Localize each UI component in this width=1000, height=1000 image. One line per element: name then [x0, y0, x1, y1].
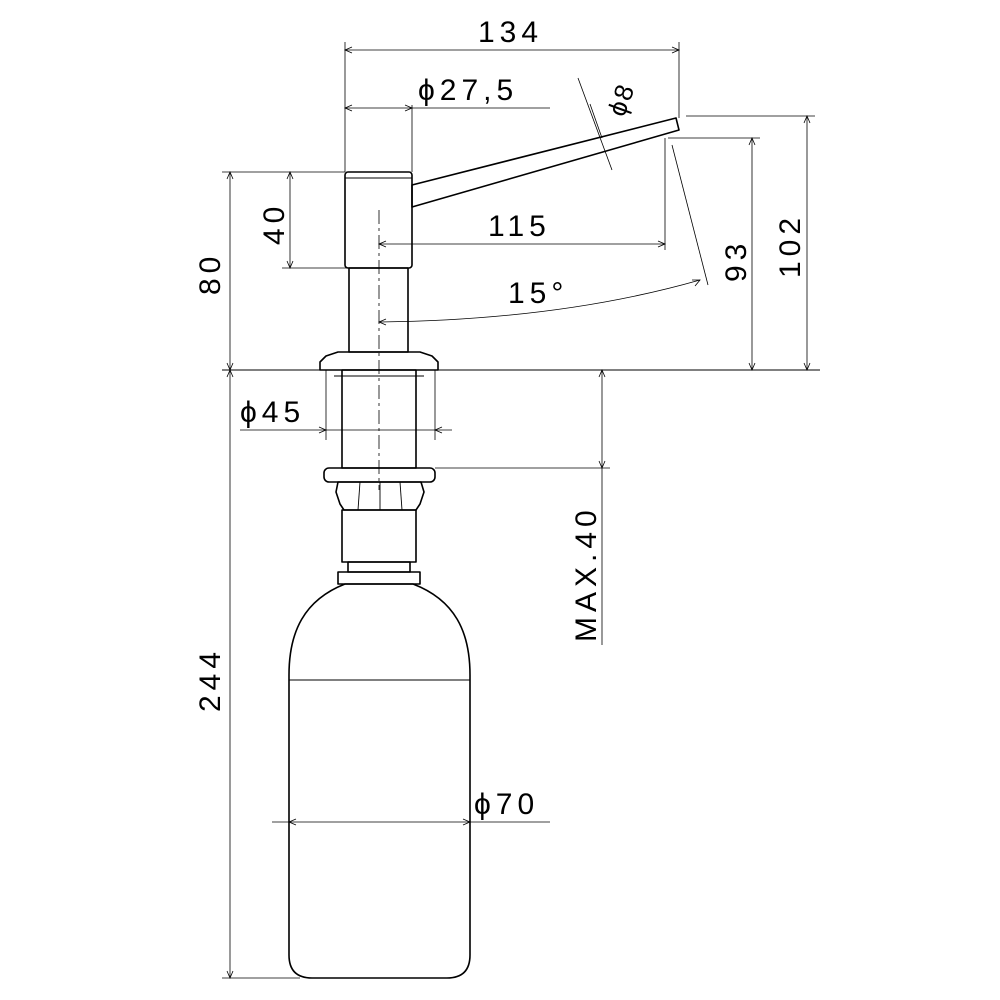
dim-shank-diameter	[240, 370, 452, 440]
label-head-diameter: ϕ27,5	[418, 74, 518, 107]
label-spout-top-height: 102	[774, 213, 807, 278]
label-spout-angle: 15°	[508, 277, 568, 310]
label-bottle-diameter: ϕ70	[474, 788, 539, 821]
label-spout-tip-height: 93	[720, 239, 753, 282]
label-max-counter-thickness: MAX.40	[570, 505, 603, 642]
dispenser-spout	[411, 117, 680, 208]
label-spout-length: 115	[488, 210, 551, 243]
label-under-counter-length: 244	[194, 647, 227, 712]
bottle	[288, 583, 471, 979]
dim-spout-top-height	[686, 114, 815, 372]
dispenser-head	[344, 171, 413, 269]
dim-bottle-diameter	[272, 818, 550, 826]
mounting-nut	[335, 481, 425, 511]
bottle-neck	[337, 561, 421, 585]
dim-spout-length	[377, 138, 667, 250]
label-spout-diameter: ϕ8	[601, 79, 640, 120]
pump-housing	[341, 509, 417, 563]
label-shank-diameter: ϕ45	[240, 396, 305, 429]
dim-under-counter-length	[222, 368, 300, 980]
mounting-washer	[323, 467, 436, 483]
dim-spout-tip-height	[668, 136, 760, 372]
label-overall-width: 134	[478, 16, 543, 49]
label-total-height: 80	[194, 252, 227, 295]
dim-head-diameter	[343, 104, 550, 172]
label-head-height: 40	[258, 202, 291, 245]
dispenser-stem	[348, 267, 409, 353]
dim-spout-angle	[377, 144, 709, 326]
dim-overall-width	[343, 42, 681, 172]
dim-head-height	[282, 170, 349, 270]
dim-spout-diameter	[577, 77, 613, 171]
dim-max-counter-thickness	[435, 368, 610, 645]
